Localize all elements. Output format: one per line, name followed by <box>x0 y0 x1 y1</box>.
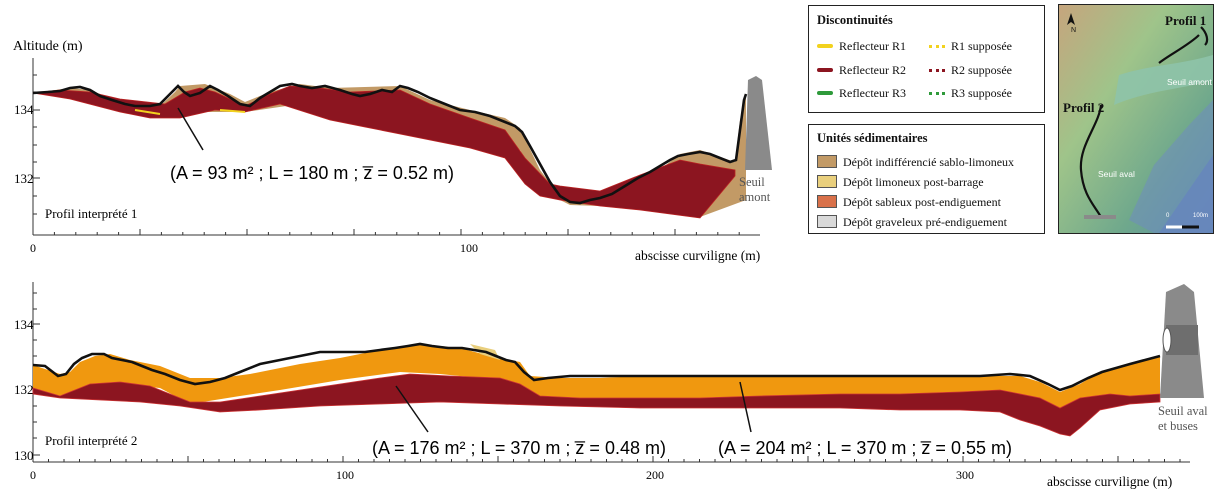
x-tick-0: 0 <box>30 241 36 255</box>
x-tick-200-2: 200 <box>646 468 664 482</box>
seuil-amont <box>745 76 772 170</box>
seuil-amont-label-2: amont <box>739 190 771 204</box>
annotation-pointer-2b <box>739 381 752 433</box>
x-tick-300-2: 300 <box>956 468 974 482</box>
legend-r1s: R1 supposée <box>929 40 1012 52</box>
annotation-2a: (A = 176 m² ; L = 370 m ; z̅ = 0.48 m) <box>372 438 666 458</box>
legend-r1: Reflecteur R1 <box>817 40 906 52</box>
annotation-2b: (A = 204 m² ; L = 370 m ; z̅ = 0.55 m) <box>718 438 1012 458</box>
legend-unit-3: Dépôt sableux post-endiguement <box>817 195 1001 208</box>
seuil-aval-label-1: Seuil aval <box>1158 404 1208 418</box>
r3-swatch <box>817 91 833 95</box>
y-tick-134: 134 <box>14 102 34 117</box>
legend-r2: Reflecteur R2 <box>817 64 906 76</box>
x-tick-0-2: 0 <box>30 468 36 482</box>
deposit-r2-2 <box>32 373 1161 437</box>
map-canvas <box>1059 5 1213 233</box>
annotation-pointer-2a <box>395 385 429 433</box>
x-axis-title-2: abscisse curviligne (m) <box>1047 474 1172 489</box>
legend-units-title: Unités sédimentaires <box>817 131 928 145</box>
legend-unit-2-label: Dépôt limoneux post-barrage <box>843 174 984 189</box>
legend-r2s: R2 supposée <box>929 64 1012 76</box>
map-profil-2: Profil 2 <box>1063 100 1105 115</box>
legend-disc-title: Discontinuités <box>817 13 893 27</box>
seuil-amont-label-1: Seuil <box>739 175 765 189</box>
legend-unit-3-label: Dépôt sableux post-endiguement <box>843 194 1001 209</box>
map-scale-100: 100m <box>1193 213 1209 219</box>
unit-3-swatch <box>817 195 837 208</box>
topography-1 <box>32 82 748 205</box>
legend-unit-2: Dépôt limoneux post-barrage <box>817 175 984 188</box>
profile-2: 134 132 130 0 100 200 300 abscisse curvi… <box>14 282 1208 489</box>
legend-r3: Reflecteur R3 <box>817 87 906 99</box>
legend-r2-label: Reflecteur R2 <box>839 63 906 77</box>
r1-trace <box>134 109 246 115</box>
r1s-swatch <box>929 44 945 48</box>
legend-unit-4: Dépôt graveleux pré-endiguement <box>817 215 1007 228</box>
legend-r1s-label: R1 supposée <box>951 39 1012 53</box>
y-tick-130-2: 130 <box>14 448 34 463</box>
r2-swatch <box>817 68 833 72</box>
legend-unit-4-label: Dépôt graveleux pré-endiguement <box>843 214 1007 229</box>
legend-r1-label: Reflecteur R1 <box>839 39 906 53</box>
profile-1-label: Profil interprété 1 <box>45 206 137 221</box>
legend-unit-1: Dépôt indifférencié sablo-limoneux <box>817 155 1014 168</box>
map-profil-1: Profil 1 <box>1165 13 1207 28</box>
legend-unit-1-label: Dépôt indifférencié sablo-limoneux <box>843 154 1015 169</box>
legend-r3-label: Reflecteur R3 <box>839 86 906 100</box>
y-axis-title: Altitude (m) <box>13 39 83 54</box>
x-tick-100: 100 <box>460 241 478 255</box>
topography-2 <box>32 342 1161 392</box>
buse-ellipse <box>1162 327 1172 353</box>
y-tick-132: 132 <box>14 171 34 186</box>
x-axis-title: abscisse curviligne (m) <box>635 248 760 263</box>
legend-r3s: R3 supposée <box>929 87 1012 99</box>
profile-1: Altitude (m) 134 132 0 100 abscisse curv… <box>13 39 772 263</box>
unit-2-swatch <box>817 175 837 188</box>
r2s-swatch <box>929 68 945 72</box>
profile-2-label: Profil interprété 2 <box>45 433 137 448</box>
y-tick-132-2: 132 <box>14 382 34 397</box>
map-seuil-amont: Seuil amont <box>1167 77 1212 87</box>
x-ticks-1 <box>32 229 740 235</box>
r1-swatch <box>817 44 833 48</box>
map-scale-0: 0 <box>1166 213 1170 219</box>
x-tick-100-2: 100 <box>336 468 354 482</box>
y-tick-134-2: 134 <box>14 317 34 332</box>
map-seuil-aval: Seuil aval <box>1098 169 1135 179</box>
annotation-1: (A = 93 m² ; L = 180 m ; z̅ = 0.52 m) <box>170 163 454 183</box>
x-ticks-2 <box>32 456 1181 462</box>
r3s-swatch <box>929 91 945 95</box>
unit-4-swatch <box>817 215 837 228</box>
location-map: N Profil 1 Profil 2 Seuil amont Seuil av… <box>1058 4 1214 234</box>
unit-1-swatch <box>817 155 837 168</box>
legend-discontinuites: Discontinuités Reflecteur R1 R1 supposée… <box>808 5 1045 113</box>
legend-unites: Unités sédimentaires Dépôt indifférencié… <box>808 124 1045 234</box>
legend-r3s-label: R3 supposée <box>951 86 1012 100</box>
annotation-pointer-1 <box>177 107 204 151</box>
legend-r2s-label: R2 supposée <box>951 63 1012 77</box>
north-label: N <box>1071 27 1077 34</box>
seuil-aval-label-2: et buses <box>1158 419 1198 433</box>
